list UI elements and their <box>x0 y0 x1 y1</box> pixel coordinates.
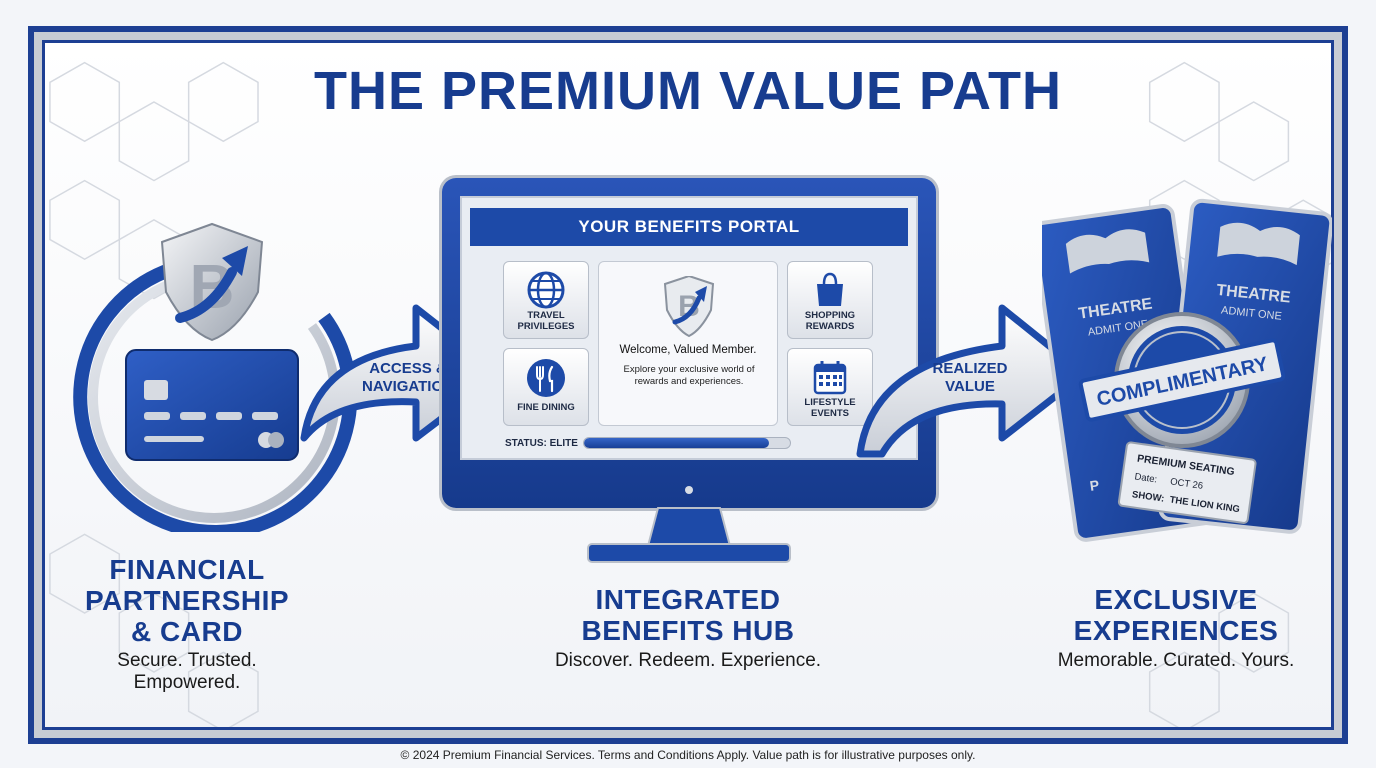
shield-logo-icon: B <box>663 276 715 338</box>
stage-2-subtitle: Discover. Redeem. Experience. <box>554 650 822 671</box>
stage-1-title-line: PARTNERSHIP <box>84 585 290 616</box>
arrow-2-label-line: VALUE <box>945 378 995 395</box>
portal-header: YOUR BENEFITS PORTAL <box>470 208 908 246</box>
tile-label: TRAVEL PRIVILEGES <box>504 310 588 332</box>
stage-3-title: EXCLUSIVE EXPERIENCES <box>1036 584 1316 646</box>
stage-1-title-line: FINANCIAL <box>109 554 265 585</box>
stage-3-subtitle: Memorable. Curated. Yours. <box>1057 650 1295 671</box>
tile-label-line: EVENTS <box>810 408 849 419</box>
stage-1-title-line: & CARD <box>131 616 243 647</box>
stage-1-subtitle: Secure. Trusted. Empowered. <box>117 650 257 693</box>
stage-2-title-line: BENEFITS HUB <box>581 615 795 646</box>
stage-3-title-line: EXPERIENCES <box>1073 615 1279 646</box>
stage-3-title-line: EXCLUSIVE <box>1094 584 1258 615</box>
welcome-panel: B Welcome, Valued Member. Explore your e… <box>598 261 778 426</box>
welcome-text: Explore your exclusive world of rewards … <box>623 364 755 387</box>
tile-label: FINE DINING <box>504 402 588 413</box>
theatre-tickets-illustration: THEATRE ADMIT ONE P THEATRE ADMIT ONE PR… <box>1042 198 1332 542</box>
status-label: STATUS: ELITE <box>505 438 578 449</box>
complimentary-seal-icon: COMPLIMENTARY <box>1078 312 1286 448</box>
arrow-1-label-line: NAVIGATION <box>362 378 454 395</box>
stage-1-title: FINANCIAL PARTNERSHIP & CARD <box>62 554 312 647</box>
arrow-1-label-line: ACCESS & <box>369 360 447 377</box>
tile-label-line: REWARDS <box>805 321 855 332</box>
stage-2-title: INTEGRATED BENEFITS HUB <box>538 584 838 646</box>
fork-knife-icon <box>527 359 565 397</box>
shopping-bag-icon <box>817 272 843 306</box>
tile-label-line: PRIVILEGES <box>517 321 575 332</box>
credit-card-icon <box>125 349 299 461</box>
ticket-date-label: Date: <box>1134 471 1158 485</box>
footer-disclaimer: © 2024 Premium Financial Services. Terms… <box>400 748 976 762</box>
ticket-show-label: SHOW: <box>1131 489 1165 504</box>
globe-icon <box>527 271 565 309</box>
stage-2-title-line: INTEGRATED <box>595 584 781 615</box>
tile-label-line: FINE DINING <box>517 402 575 413</box>
tile-label: LIFESTYLE EVENTS <box>788 397 872 419</box>
tile-label-line: SHOPPING <box>804 310 856 321</box>
calendar-icon <box>813 361 847 395</box>
arrow-2-label: REALIZED VALUE <box>916 360 1024 396</box>
monitor-stand <box>587 486 791 563</box>
status-progress-fill <box>584 438 770 448</box>
svg-text:B: B <box>678 290 700 323</box>
shopping-rewards-tile[interactable]: SHOPPING REWARDS <box>787 261 873 339</box>
status-progress-bar <box>583 437 791 449</box>
fine-dining-tile[interactable]: FINE DINING <box>503 348 589 426</box>
ticket-date: OCT 26 <box>1169 476 1203 491</box>
page-title: THE PREMIUM VALUE PATH <box>314 61 1062 121</box>
financial-card-illustration: B <box>73 222 358 532</box>
tile-label: SHOPPING REWARDS <box>788 310 872 332</box>
arrow-2-label-line: REALIZED <box>932 360 1008 377</box>
lifestyle-events-tile[interactable]: LIFESTYLE EVENTS <box>787 348 873 426</box>
shield-logo-icon: B <box>160 222 264 342</box>
welcome-title: Welcome, Valued Member. <box>619 344 757 356</box>
tile-label-line: LIFESTYLE <box>804 397 856 408</box>
arrow-1-label: ACCESS & NAVIGATION <box>340 360 476 396</box>
tile-label-line: TRAVEL <box>527 310 565 321</box>
realized-value-arrow <box>856 304 1088 458</box>
ticket-stub-letter: P <box>1089 477 1100 494</box>
travel-privileges-tile[interactable]: TRAVEL PRIVILEGES <box>503 261 589 339</box>
